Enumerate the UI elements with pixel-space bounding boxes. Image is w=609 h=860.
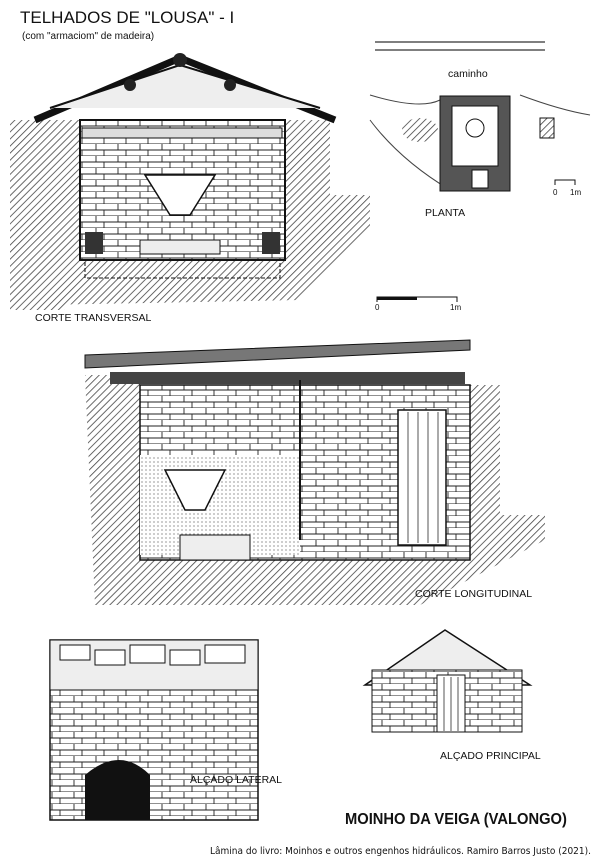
planta-drawing bbox=[369, 41, 591, 192]
planta-scale-end: 1m bbox=[570, 188, 582, 197]
alcado-principal-drawing bbox=[362, 629, 533, 733]
page-subtitle: (com "armaciom" de madeira) bbox=[22, 31, 155, 42]
corte-longitudinal-drawing bbox=[84, 339, 545, 605]
alcado-principal-label: ALÇADO PRINCIPAL bbox=[440, 750, 541, 762]
caption: Lâmina do livro: Moinhos e outros engenh… bbox=[210, 846, 592, 857]
caminho-label: caminho bbox=[448, 68, 488, 80]
planta-scale-start: 0 bbox=[553, 188, 558, 197]
scale-end: 1m bbox=[450, 303, 462, 312]
scale-start: 0 bbox=[375, 303, 380, 312]
alcado-lateral-drawing bbox=[49, 639, 259, 821]
scale-bar bbox=[376, 296, 458, 302]
page-title: TELHADOS DE "LOUSA" - I bbox=[20, 8, 235, 27]
drawing-title: MOINHO DA VEIGA (VALONGO) bbox=[345, 811, 567, 828]
corte-transversal-drawing bbox=[10, 53, 370, 310]
planta-label: PLANTA bbox=[425, 207, 466, 219]
corte-longitudinal-label: CORTE LONGITUDINAL bbox=[415, 588, 533, 600]
corte-transversal-label: CORTE TRANSVERSAL bbox=[35, 312, 152, 324]
alcado-lateral-label: ALÇADO LATERAL bbox=[190, 774, 283, 786]
